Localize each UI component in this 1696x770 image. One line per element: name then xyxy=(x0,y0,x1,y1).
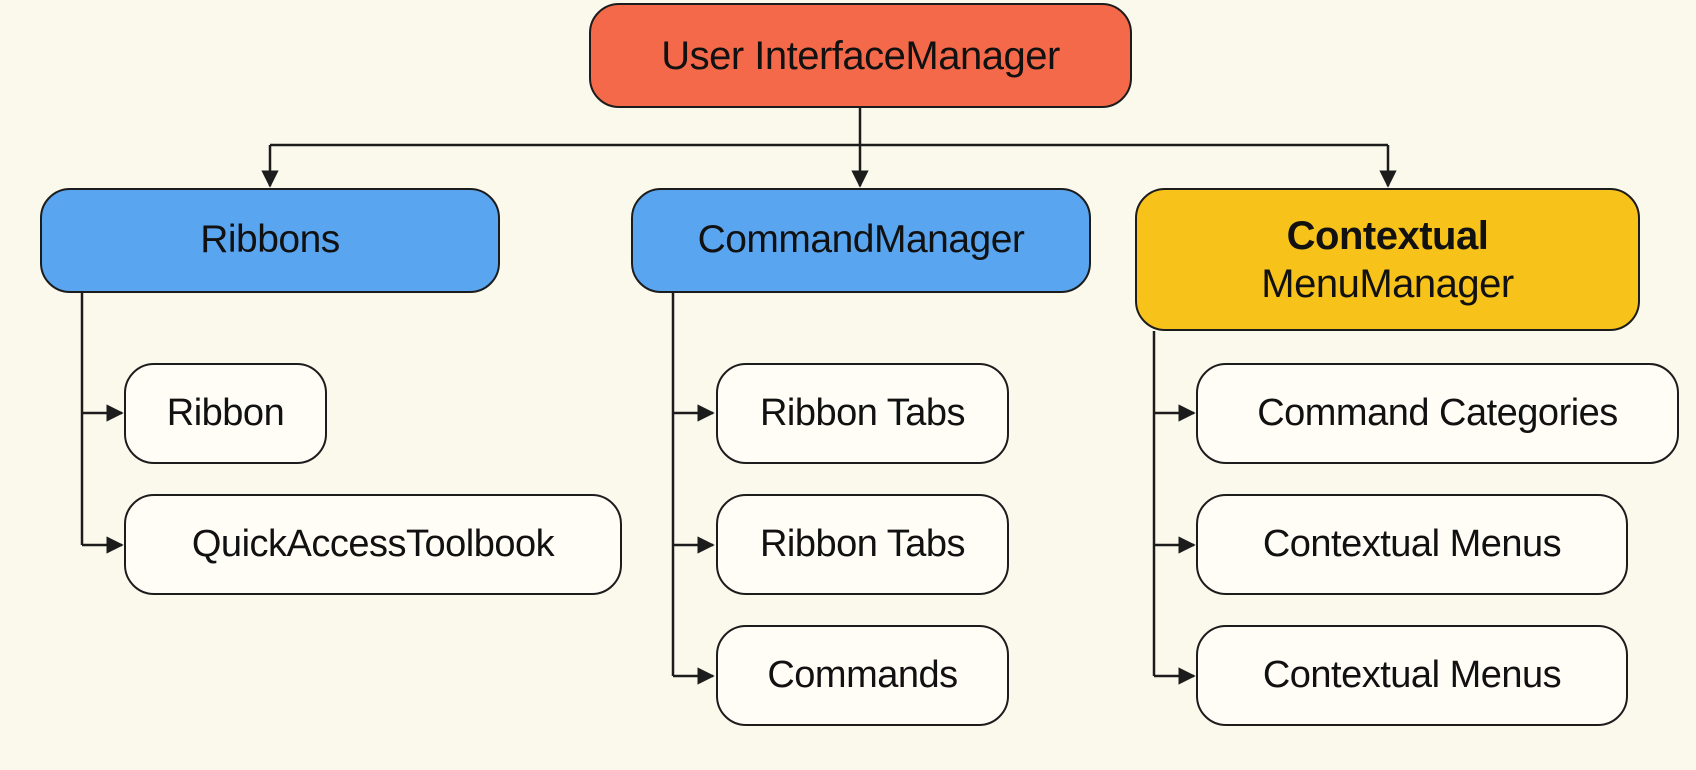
leaf-label-commands: Commands xyxy=(767,653,958,696)
category-label-commandmanager: CommandManager xyxy=(697,218,1025,262)
category-label-menumanager: MenuManager xyxy=(1261,261,1514,306)
leaf-node-command-categories: Command Categories xyxy=(1196,363,1679,464)
root-node: User InterfaceManager xyxy=(589,3,1132,108)
leaf-node-contextual-menus-2: Contextual Menus xyxy=(1196,625,1628,726)
root-label: User InterfaceManager xyxy=(661,33,1060,78)
category-node-commandmanager: CommandManager xyxy=(631,188,1091,293)
leaf-node-ribbon-tabs-2: Ribbon Tabs xyxy=(716,494,1009,595)
leaf-label-ribbon: Ribbon xyxy=(166,391,285,434)
leaf-label-command-categories: Command Categories xyxy=(1257,391,1618,434)
leaf-node-commands: Commands xyxy=(716,625,1009,726)
leaf-node-ribbon-tabs-1: Ribbon Tabs xyxy=(716,363,1009,464)
leaf-label-ribbon-tabs-1: Ribbon Tabs xyxy=(759,391,966,434)
leaf-node-quickaccesstoolbook: QuickAccessToolbook xyxy=(124,494,622,595)
leaf-label-contextual-menus-2: Contextual Menus xyxy=(1262,653,1562,696)
leaf-label-contextual-menus-1: Contextual Menus xyxy=(1262,522,1562,565)
category-node-ribbons: Ribbons xyxy=(40,188,500,293)
leaf-node-contextual-menus-1: Contextual Menus xyxy=(1196,494,1628,595)
leaf-label-quickaccesstoolbook: QuickAccessToolbook xyxy=(191,522,555,565)
category-label-ribbons: Ribbons xyxy=(200,218,340,262)
leaf-node-ribbon: Ribbon xyxy=(124,363,327,464)
leaf-label-ribbon-tabs-2: Ribbon Tabs xyxy=(759,522,966,565)
category-node-contextual-menumanager: Contextual MenuManager xyxy=(1135,188,1640,331)
category-label-contextual: Contextual xyxy=(1286,213,1489,258)
